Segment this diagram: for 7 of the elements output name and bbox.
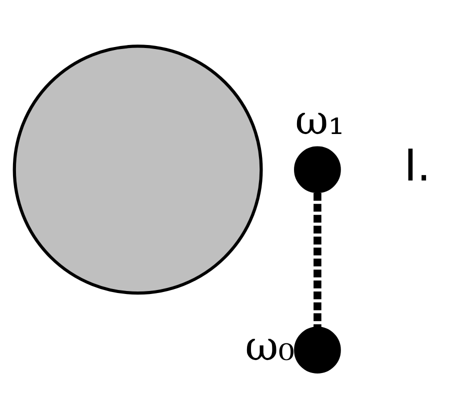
node-circle xyxy=(12,44,263,295)
label: I. xyxy=(404,140,431,192)
node-label: ω₁ xyxy=(295,96,344,144)
connector xyxy=(314,192,322,328)
node-circle xyxy=(294,326,341,374)
node-circle xyxy=(294,146,341,194)
node-label: ω₀ xyxy=(245,322,295,370)
